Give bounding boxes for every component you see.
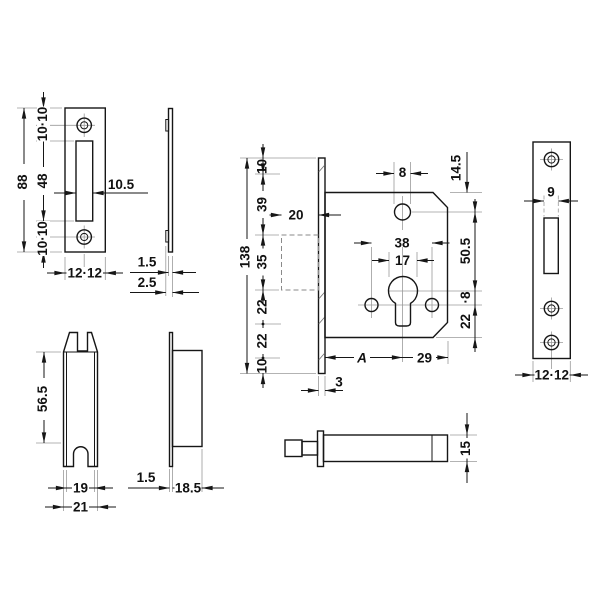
dim-18-5: 18.5 xyxy=(175,481,202,496)
view-faceplate-front: 9 12·12 xyxy=(515,141,588,383)
bolt-slot xyxy=(543,217,560,275)
dim-chain-39: 39 xyxy=(255,197,270,212)
bolt-tip xyxy=(284,439,303,458)
lock-case xyxy=(324,191,449,339)
bolt-segment xyxy=(301,440,319,456)
screw-hole xyxy=(76,229,93,245)
lock-side-outline xyxy=(284,430,449,468)
dim-2-5: 2.5 xyxy=(138,275,157,290)
faceplate-edge xyxy=(317,157,326,375)
dim-chain-22a: 22 xyxy=(255,299,270,314)
dim-20: 20 xyxy=(288,208,303,223)
dim-1-5-flange: 1.5 xyxy=(137,470,156,485)
dim-chain-35: 35 xyxy=(255,254,270,270)
dim-8: 8 xyxy=(399,165,407,180)
screw-hole xyxy=(76,117,93,134)
lock-side-dimensions: 15 xyxy=(458,413,474,483)
dim-19: 19 xyxy=(73,481,88,496)
dim-chain-10b: 10 xyxy=(255,358,270,373)
view-dustbox-side: 1.5 18.5 xyxy=(128,331,224,496)
dim-56-5: 56.5 xyxy=(35,385,50,412)
faceplate-flange xyxy=(316,430,325,468)
dim-21: 21 xyxy=(73,500,89,515)
strike-plate-outline xyxy=(64,107,106,253)
strike-side-dimensions: 1.5 2.5 xyxy=(130,255,199,295)
dim-15: 15 xyxy=(458,441,473,457)
screw-head xyxy=(165,230,170,243)
lock-body-dimensions: 138 10 39 35 22 22 10 20 8 14.5 50.5 ·8 … xyxy=(238,144,478,393)
dim-chain-10a: 10 xyxy=(255,159,270,174)
view-dustbox-front: 56.5 19 21 xyxy=(35,331,116,515)
lock-side-extension-lines xyxy=(450,434,477,462)
euro-cylinder-hole xyxy=(387,275,419,327)
fixing-hole-left xyxy=(364,297,379,313)
pocket-phantom xyxy=(281,234,319,291)
screw-hole xyxy=(543,334,560,351)
dim-backset-A: A xyxy=(356,351,367,366)
dim-12-12-faceplate: 12·12 xyxy=(535,368,570,383)
dim-10-10-bottom: 10·10 xyxy=(35,221,50,256)
dim-50-5: 50.5 xyxy=(458,237,473,264)
dim-29: 29 xyxy=(417,351,432,366)
view-strike-plate-front: 88 10·10 48 10·10 10.5 12·12 xyxy=(15,92,148,281)
view-lock-side: 15 xyxy=(284,413,477,483)
strike-side-outline xyxy=(165,107,174,253)
dim-14-5: 14.5 xyxy=(449,154,464,181)
view-lock-body: 138 10 39 35 22 22 10 20 8 14.5 50.5 ·8 … xyxy=(238,144,482,396)
dim-138: 138 xyxy=(238,245,253,268)
strike-plate-dimensions: 88 10·10 48 10·10 10.5 12·12 xyxy=(15,92,148,281)
faceplate-outline xyxy=(532,141,571,360)
view-strike-plate-side: 1.5 2.5 xyxy=(130,107,199,297)
dim-38: 38 xyxy=(394,236,410,251)
lock-body-outline xyxy=(281,157,449,375)
dim-chain-22b: 22 xyxy=(255,333,270,348)
dim-48: 48 xyxy=(35,173,50,189)
dim-10-5: 10.5 xyxy=(108,177,135,192)
faceplate-dimensions: 9 12·12 xyxy=(515,185,588,383)
dim-12-12: 12·12 xyxy=(68,266,103,281)
screw-hole xyxy=(543,300,560,317)
dim-3: 3 xyxy=(335,375,343,390)
dim-22-right: 22 xyxy=(458,314,473,329)
dim-88: 88 xyxy=(15,174,30,190)
fixing-hole-top xyxy=(393,203,412,221)
strike-side-extension-lines xyxy=(165,246,173,297)
dustbox-side-outline xyxy=(168,331,203,468)
dim-17: 17 xyxy=(395,253,410,268)
dustbox-outline xyxy=(62,331,99,468)
dim-dot-8: ·8 xyxy=(458,291,473,303)
fixing-hole-right xyxy=(424,297,440,313)
lock-case-side xyxy=(322,434,449,463)
dim-1-5: 1.5 xyxy=(138,255,157,270)
dim-9: 9 xyxy=(547,185,555,200)
dustbox-dimensions: 56.5 19 21 xyxy=(35,351,116,515)
dustbox-side-dimensions: 1.5 18.5 xyxy=(128,470,224,496)
dim-10-10-top: 10·10 xyxy=(35,107,50,142)
screw-head xyxy=(165,119,170,132)
screw-hole xyxy=(543,151,560,168)
